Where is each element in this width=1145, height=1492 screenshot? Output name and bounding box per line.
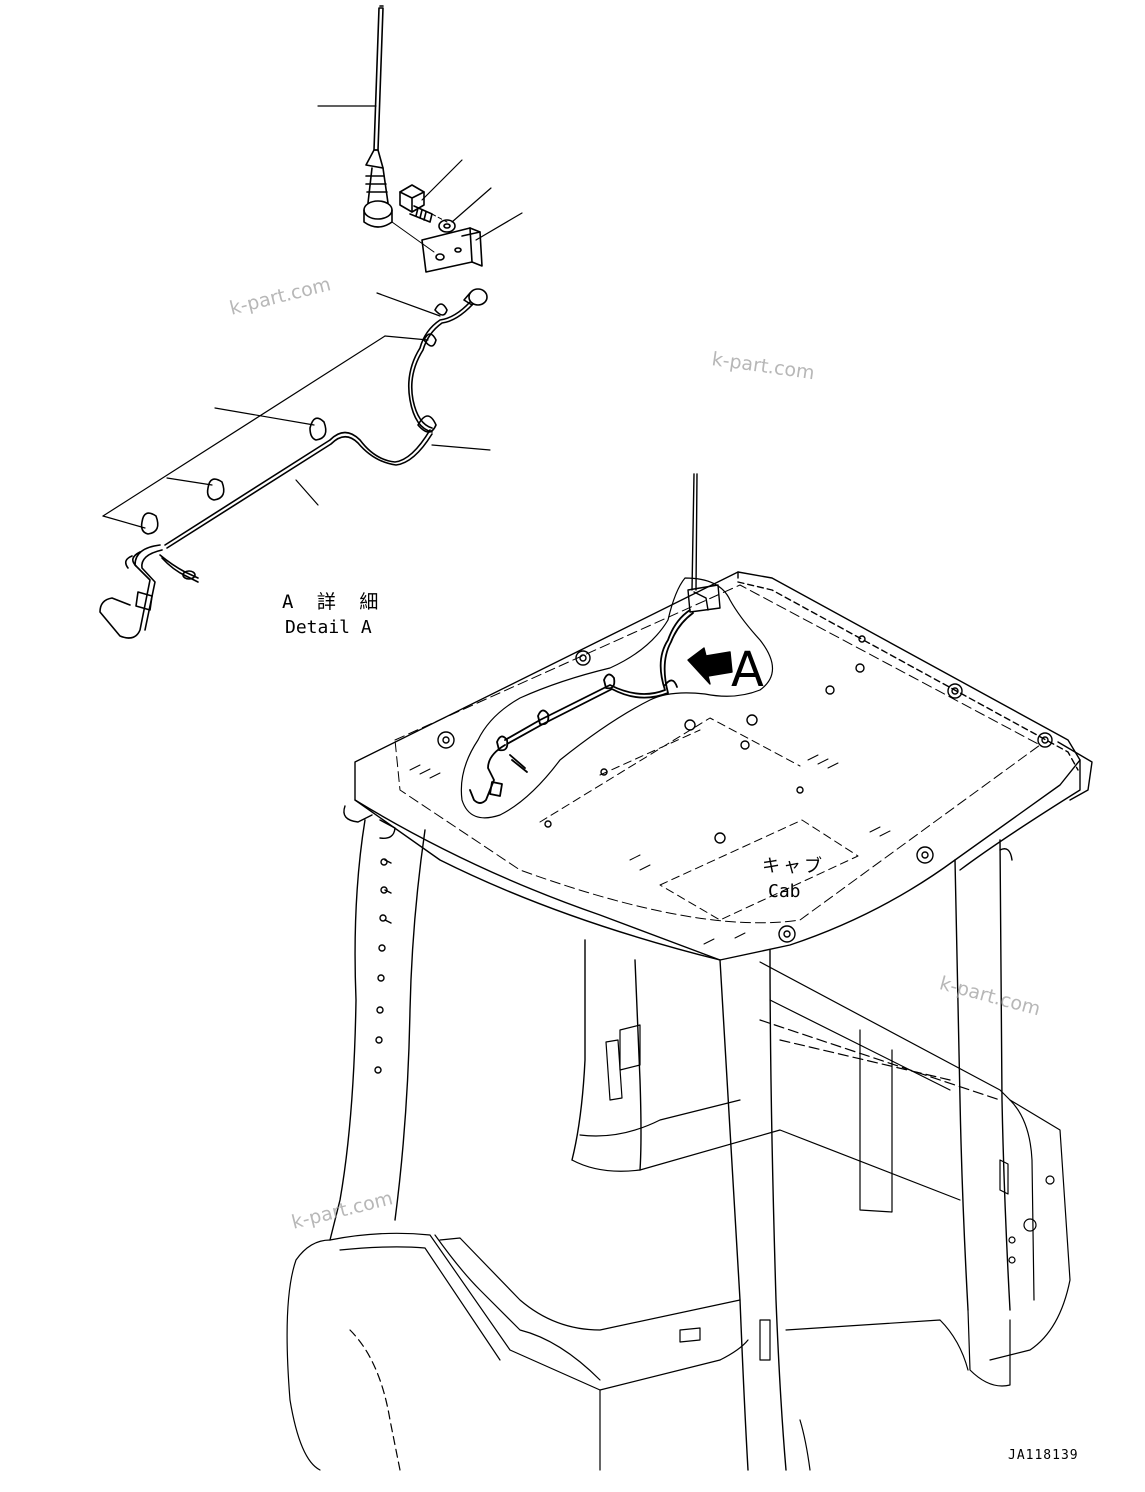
cab-antenna bbox=[687, 473, 721, 613]
cab-floor bbox=[286, 1232, 1011, 1471]
roof-bolts bbox=[437, 635, 1053, 943]
leader-lines bbox=[102, 105, 523, 529]
detail-a-region bbox=[460, 577, 773, 819]
washer bbox=[438, 219, 456, 233]
cab-pillars bbox=[329, 805, 1013, 1471]
drawing-number: JA118139 bbox=[1008, 1448, 1079, 1463]
cab-drawing bbox=[286, 473, 1093, 1471]
cab-roof bbox=[354, 571, 1093, 961]
detail-a-label-jp: A 詳 細 bbox=[282, 591, 385, 613]
view-marker-label: A bbox=[731, 642, 764, 698]
cab-label-jp: キャブ bbox=[762, 856, 825, 877]
cable-harness bbox=[99, 301, 474, 639]
cab-label-en: Cab bbox=[768, 881, 801, 902]
bracket bbox=[421, 227, 483, 273]
detail-a-label-en: Detail A bbox=[285, 617, 372, 638]
connector bbox=[463, 288, 488, 306]
antenna-whip bbox=[363, 5, 393, 228]
bolt bbox=[399, 184, 433, 223]
cab-rear-structure bbox=[571, 961, 1071, 1361]
detail-a-drawing bbox=[99, 5, 523, 639]
view-arrow bbox=[687, 647, 733, 685]
cab-harness bbox=[469, 609, 694, 804]
